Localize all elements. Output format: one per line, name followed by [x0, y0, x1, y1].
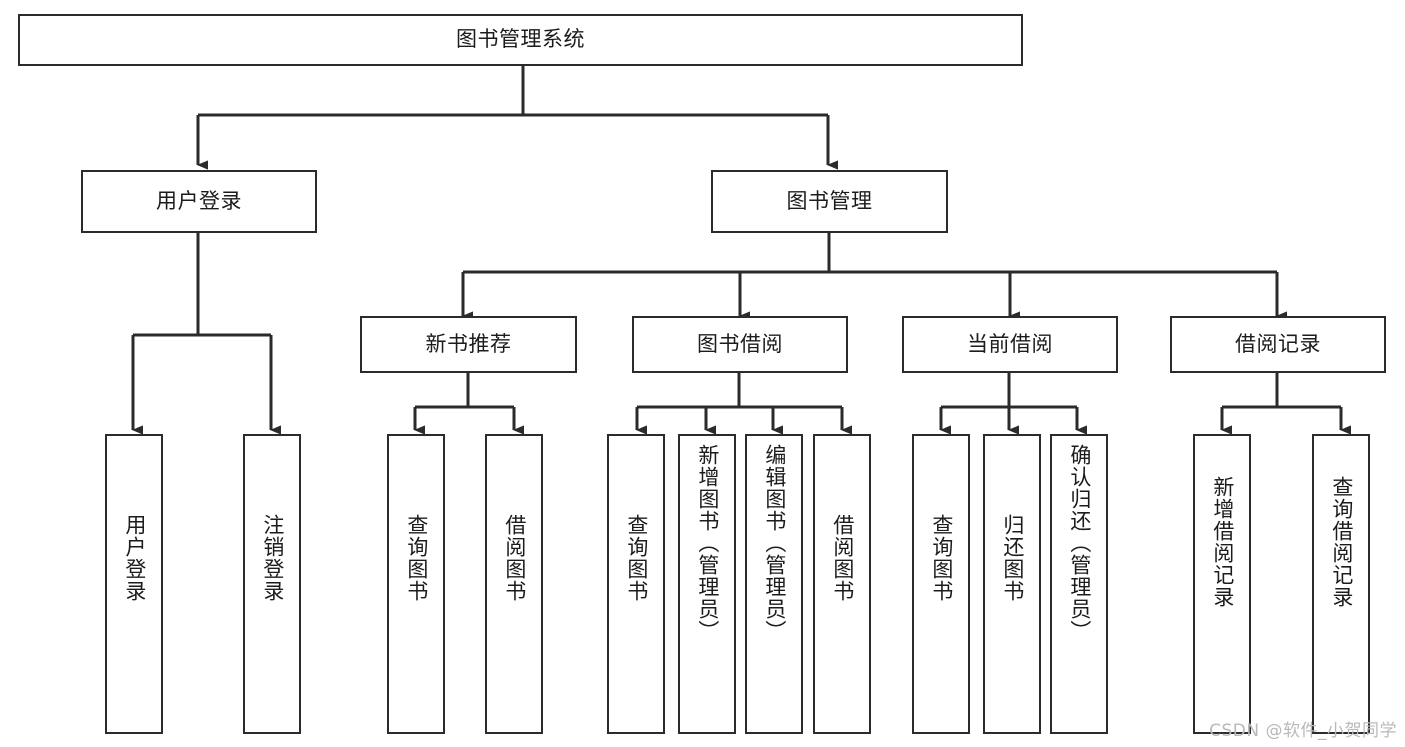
- node-book-management-label: 图书管理: [786, 188, 873, 213]
- leaf-records-query-record[interactable]: 查询借阅记录: [1312, 434, 1370, 734]
- node-book-borrow-label: 图书借阅: [697, 331, 783, 356]
- leaf-borrow-query-book[interactable]: 查询图书: [607, 434, 665, 734]
- node-root-label: 图书管理系统: [456, 27, 585, 52]
- leaf-borrow-add-book-admin[interactable]: 新增图书（管理员）: [678, 434, 736, 734]
- node-current-borrow-label: 当前借阅: [967, 331, 1053, 356]
- node-new-book-recommend[interactable]: 新书推荐: [360, 316, 577, 373]
- leaf-user-login-logout[interactable]: 注销登录: [243, 434, 301, 734]
- leaf-label: 归还图书: [1000, 514, 1025, 602]
- node-current-borrow[interactable]: 当前借阅: [902, 316, 1118, 373]
- node-new-book-recommend-label: 新书推荐: [425, 331, 512, 356]
- node-root-system[interactable]: 图书管理系统: [18, 14, 1023, 66]
- leaf-label: 查询图书: [624, 514, 649, 602]
- leaf-borrow-borrow-book[interactable]: 借阅图书: [813, 434, 871, 734]
- node-borrow-records-label: 借阅记录: [1235, 331, 1321, 356]
- leaf-label: 注销登录: [260, 514, 285, 602]
- leaf-label: 确认归还（管理员）: [1067, 444, 1092, 642]
- leaf-borrow-edit-book-admin[interactable]: 编辑图书（管理员）: [745, 434, 803, 734]
- node-borrow-records[interactable]: 借阅记录: [1170, 316, 1386, 373]
- leaf-label: 借阅图书: [502, 514, 527, 602]
- leaf-new-book-query-book[interactable]: 查询图书: [387, 434, 445, 734]
- leaf-label: 查询图书: [929, 514, 954, 602]
- leaf-current-confirm-return-admin[interactable]: 确认归还（管理员）: [1050, 434, 1108, 734]
- leaf-label: 借阅图书: [830, 514, 855, 602]
- leaf-label: 用户登录: [122, 514, 147, 602]
- node-book-borrow[interactable]: 图书借阅: [632, 316, 848, 373]
- leaf-records-add-record[interactable]: 新增借阅记录: [1193, 434, 1251, 734]
- watermark-text: CSDN @软件_小贺同学: [1209, 721, 1397, 741]
- leaf-label: 编辑图书（管理员）: [762, 444, 787, 642]
- leaf-user-login-login[interactable]: 用户登录: [105, 434, 163, 734]
- leaf-label: 查询图书: [404, 514, 429, 602]
- node-user-login-label: 用户登录: [156, 188, 242, 213]
- leaf-current-return-book[interactable]: 归还图书: [983, 434, 1041, 734]
- leaf-label: 新增借阅记录: [1210, 476, 1235, 608]
- leaf-label: 新增图书（管理员）: [695, 444, 720, 642]
- node-book-management[interactable]: 图书管理: [711, 170, 948, 233]
- leaf-label: 查询借阅记录: [1329, 476, 1354, 608]
- node-user-login[interactable]: 用户登录: [81, 170, 317, 233]
- leaf-current-query-book[interactable]: 查询图书: [912, 434, 970, 734]
- leaf-new-book-borrow-book[interactable]: 借阅图书: [485, 434, 543, 734]
